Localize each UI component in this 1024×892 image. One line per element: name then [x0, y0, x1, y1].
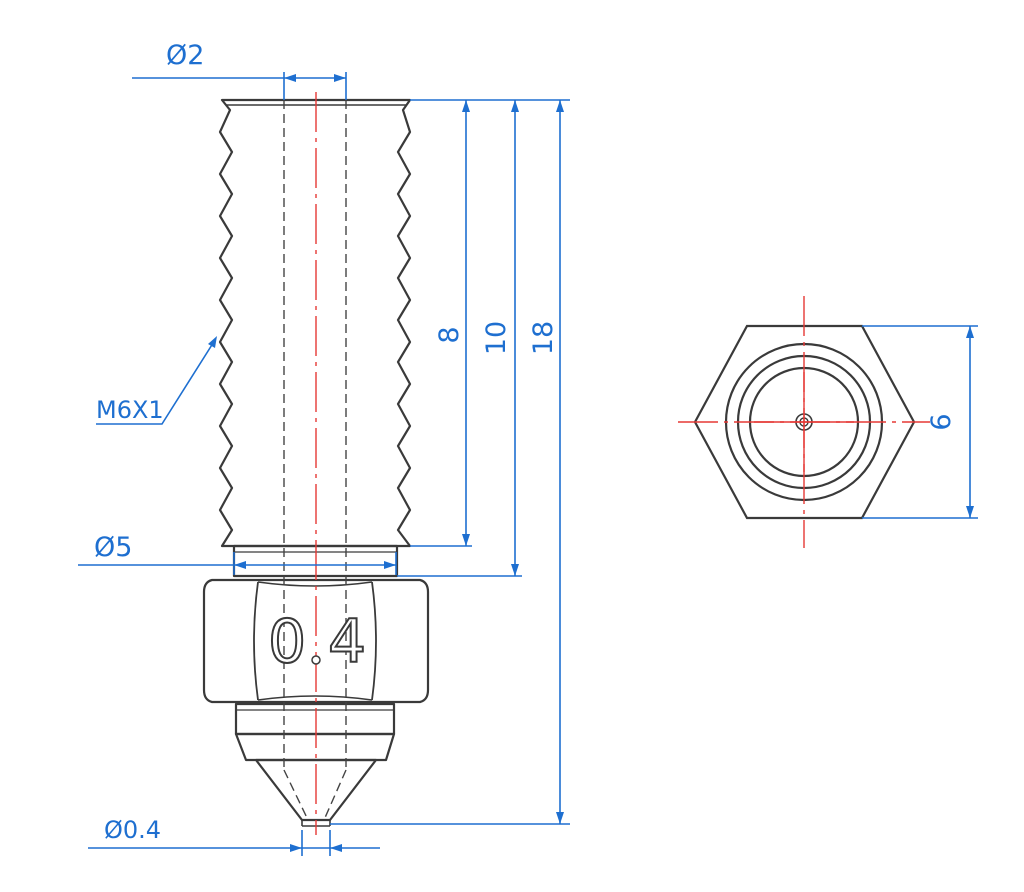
dimension-arrows — [208, 74, 564, 852]
engraving-digit-1: 0 — [268, 607, 306, 677]
total-length-label: 18 — [528, 321, 559, 355]
hex-width-label: 6 — [926, 413, 957, 430]
lower-collar — [234, 702, 396, 736]
side-dimensions — [78, 72, 570, 856]
hex-width-dimension — [862, 325, 978, 519]
engraving-dot — [311, 655, 321, 665]
end-view-centerlines — [678, 296, 930, 548]
thread-length-label: 8 — [434, 326, 465, 343]
thread-profile — [218, 98, 412, 548]
thread-label: M6X1 — [96, 396, 164, 424]
nozzle-taper — [234, 732, 396, 762]
nozzle-diameter-label: Ø0.4 — [104, 816, 161, 844]
neck-length-label: 10 — [481, 321, 512, 355]
thread-diameter-label: Ø5 — [94, 532, 132, 563]
bore-diameter-label: Ø2 — [166, 40, 204, 71]
hex-body — [202, 578, 430, 704]
engraving-digit-2: 4 — [328, 607, 366, 677]
bore-hidden-lines — [283, 100, 347, 821]
nozzle-side-view — [202, 98, 430, 827]
